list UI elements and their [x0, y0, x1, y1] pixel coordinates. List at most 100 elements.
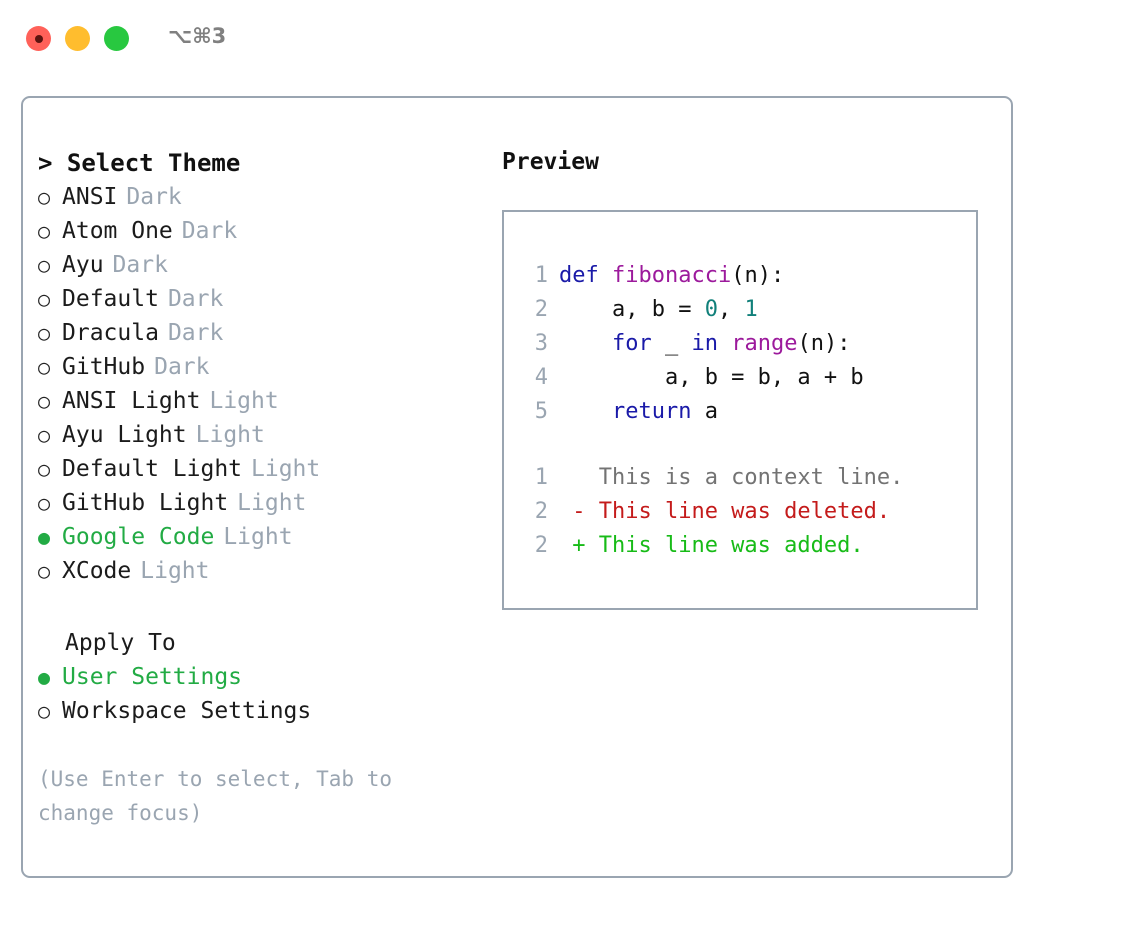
token-fn: fibonacci: [611, 263, 732, 288]
theme-item-label: Ayu: [62, 252, 104, 278]
token-txt: [718, 331, 731, 356]
token-fn: range: [731, 331, 798, 356]
line-number: 3: [534, 331, 548, 356]
theme-category-badge: Dark: [181, 218, 238, 244]
token-txt: (n):: [731, 263, 785, 288]
traffic-light-controls: [26, 26, 129, 51]
radio-unselected-icon: ○: [38, 699, 51, 723]
token-kw: return: [611, 399, 692, 424]
radio-unselected-icon: ○: [38, 185, 51, 209]
code-text: def fibonacci(n):: [559, 259, 784, 293]
theme-item-label: Default Light: [62, 456, 243, 482]
token-txt: a: [691, 399, 718, 424]
theme-category-badge: Light: [195, 422, 265, 448]
theme-item-label: Ayu Light: [62, 422, 187, 448]
preview-heading: Preview: [502, 149, 599, 175]
token-ctx: This is a context line.: [559, 465, 904, 490]
token-kw: in: [691, 331, 718, 356]
token-num: 1: [744, 297, 758, 322]
theme-category-badge: Dark: [154, 354, 210, 380]
code-text: + This line was added.: [559, 529, 864, 563]
theme-item-ayu[interactable]: ○ Ayu Dark: [38, 248, 508, 282]
token-txt: ,: [717, 297, 745, 322]
close-window-button[interactable]: [26, 26, 51, 51]
radio-unselected-icon: ○: [38, 253, 51, 277]
code-text: return a: [559, 395, 718, 429]
theme-item-label: Default: [62, 286, 159, 312]
radio-unselected-icon: ○: [38, 355, 51, 379]
radio-unselected-icon: ○: [38, 491, 51, 515]
apply-to-heading: Apply To: [65, 630, 176, 656]
minimize-window-button[interactable]: [65, 26, 90, 51]
token-txt: (n):: [797, 331, 851, 356]
theme-item-github-light[interactable]: ○ GitHub Light Light: [38, 486, 508, 520]
apply-to-item-user-settings[interactable]: ● User Settings: [38, 660, 508, 694]
line-number: 5: [534, 399, 548, 424]
apply-to-item-workspace-settings[interactable]: ○ Workspace Settings: [38, 694, 508, 728]
token-del: - This line was deleted.: [559, 499, 891, 524]
token-add: + This line was added.: [559, 533, 864, 558]
token-txt: [559, 399, 612, 424]
token-txt: [559, 331, 612, 356]
radio-unselected-icon: ○: [38, 423, 51, 447]
token-txt: a, b = b, a + b: [559, 365, 864, 390]
theme-item-ayu-light[interactable]: ○ Ayu Light Light: [38, 418, 508, 452]
theme-item-label: Google Code: [62, 524, 215, 550]
theme-item-label: GitHub Light: [62, 490, 229, 516]
theme-item-xcode[interactable]: ○ XCode Light: [38, 554, 508, 588]
code-line: 5 return a: [520, 395, 968, 429]
radio-unselected-icon: ○: [38, 321, 51, 345]
theme-item-ansi[interactable]: ○ ANSI Dark: [38, 180, 508, 214]
line-number: 4: [534, 365, 548, 390]
select-theme-heading: > Select Theme: [38, 149, 241, 177]
code-text: a, b = 0, 1: [559, 293, 758, 327]
apply-to-list[interactable]: ● User Settings ○ Workspace Settings: [38, 660, 508, 728]
line-number: 2: [534, 533, 548, 558]
radio-unselected-icon: ○: [38, 457, 51, 481]
zoom-window-button[interactable]: [104, 26, 129, 51]
theme-item-label: Dracula: [62, 320, 159, 346]
theme-item-label: ANSI: [62, 184, 118, 210]
radio-unselected-icon: ○: [38, 559, 51, 583]
theme-category-badge: Light: [251, 456, 321, 482]
line-number: 2: [534, 499, 548, 524]
theme-item-default-light[interactable]: ○ Default Light Light: [38, 452, 508, 486]
code-text: a, b = b, a + b: [559, 361, 864, 395]
token-num: 0: [704, 297, 718, 322]
radio-selected-icon: ●: [38, 525, 51, 549]
diff-line: 2 - This line was deleted.: [520, 495, 968, 529]
window-titlebar: ⌥⌘3: [0, 0, 1140, 78]
theme-item-atom-one[interactable]: ○ Atom One Dark: [38, 214, 508, 248]
theme-item-label: XCode: [62, 558, 132, 584]
diff-line: 1 This is a context line.: [520, 461, 968, 495]
code-text: - This line was deleted.: [559, 495, 890, 529]
token-kw: for: [611, 331, 652, 356]
token-txt: a, b =: [559, 297, 705, 322]
apply-to-item-label: User Settings: [62, 664, 243, 690]
theme-category-badge: Dark: [112, 252, 168, 278]
theme-category-badge: Dark: [126, 184, 182, 210]
radio-unselected-icon: ○: [38, 219, 51, 243]
apply-to-item-label: Workspace Settings: [62, 698, 312, 724]
theme-category-badge: Dark: [167, 320, 224, 346]
theme-category-badge: Light: [209, 388, 279, 414]
radio-selected-icon: ●: [38, 665, 51, 689]
theme-category-badge: Light: [140, 558, 210, 584]
token-kw: def: [559, 263, 612, 288]
theme-item-label: Atom One: [62, 218, 173, 244]
theme-item-dracula[interactable]: ○ Dracula Dark: [38, 316, 508, 350]
theme-item-label: ANSI Light: [62, 388, 201, 414]
code-line: 2 a, b = 0, 1: [520, 293, 968, 327]
theme-category-badge: Light: [237, 490, 307, 516]
